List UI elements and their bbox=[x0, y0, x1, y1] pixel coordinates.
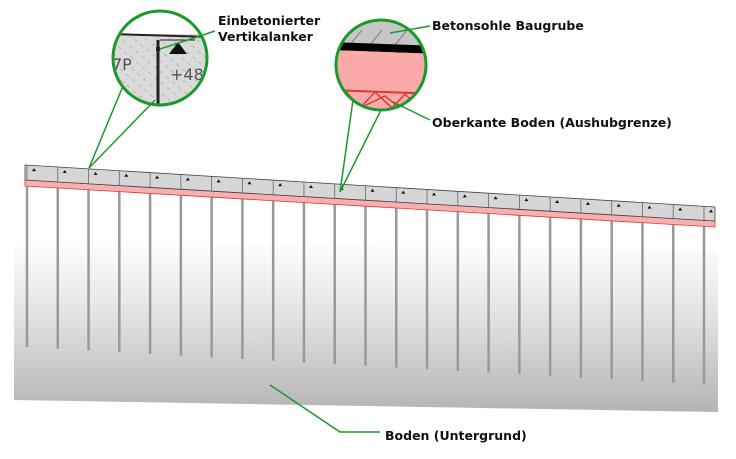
elevation-marker-icon bbox=[155, 175, 160, 179]
anchor-label-line2: Vertikalanker bbox=[218, 29, 313, 44]
elevation-marker-icon bbox=[32, 168, 36, 172]
elevation-marker-icon bbox=[247, 181, 252, 185]
concrete-slab bbox=[24, 164, 716, 222]
excavation-label: Oberkante Boden (Aushubgrenze) bbox=[432, 115, 672, 130]
elevation-marker-icon bbox=[462, 194, 467, 198]
elevation-marker-icon bbox=[62, 169, 67, 173]
soil-label: Boden (Untergrund) bbox=[385, 428, 527, 443]
elevation-marker-icon bbox=[124, 173, 129, 177]
elevation-marker-icon bbox=[370, 188, 375, 192]
elevation-marker-icon bbox=[278, 183, 283, 187]
anchor-label-line1: Einbetonierter bbox=[218, 13, 321, 28]
piles bbox=[25, 186, 706, 385]
elevation-marker-icon bbox=[493, 196, 498, 200]
elevation-marker-icon bbox=[524, 198, 529, 202]
detail-text-right: +48 bbox=[170, 65, 204, 84]
elevation-marker-icon bbox=[432, 192, 437, 196]
elevation-marker-icon bbox=[555, 199, 560, 203]
slab-detail-callout bbox=[334, 18, 431, 193]
elevation-marker-icon bbox=[169, 42, 187, 54]
slab-label: Betonsohle Baugrube bbox=[432, 18, 584, 33]
anchor-label: Einbetonierter Vertikalanker bbox=[218, 13, 320, 45]
soil-leader-line bbox=[269, 384, 380, 433]
elevation-marker-icon bbox=[585, 201, 590, 205]
elevation-marker-icon bbox=[216, 179, 221, 183]
elevation-marker-icon bbox=[308, 184, 313, 188]
detail-text-left: 7P bbox=[112, 55, 132, 74]
elevation-marker-icon bbox=[709, 209, 713, 213]
elevation-marker-icon bbox=[93, 171, 98, 175]
anchor-detail-callout: 7P +48 bbox=[88, 9, 216, 169]
elevation-marker-icon bbox=[616, 203, 621, 207]
elevation-marker-icon bbox=[401, 190, 406, 194]
elevation-marker-icon bbox=[678, 207, 683, 211]
elevation-marker-icon bbox=[647, 205, 652, 209]
slab-markers bbox=[26, 165, 713, 222]
elevation-marker-icon bbox=[185, 177, 190, 181]
